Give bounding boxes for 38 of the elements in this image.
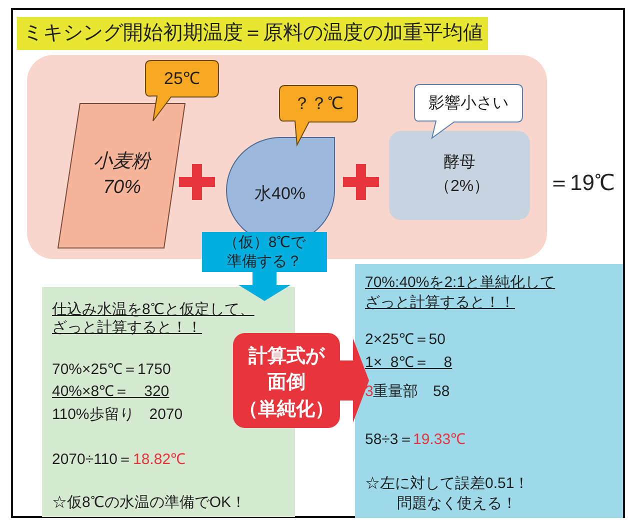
calculation-text: 重量部 58 [373,382,450,402]
calculation-text: 3 [365,382,374,402]
simplified-calculation-box [355,264,623,518]
calculation-text: 70%:40%を2:1と単純化してざっと計算すると！！ [365,273,556,313]
question-callout [202,232,327,272]
title-banner: ミキシング開始初期温度＝原料の温度の加重平均値 [17,17,488,50]
calculation-text: ☆仮8℃の水温の準備でOK！ [52,494,246,512]
node-label: 影響小さい [428,94,510,114]
node-label: （単純化） [238,399,335,421]
flour-parallelogram [58,103,186,249]
calculation-text: 2×25℃＝50 [365,330,446,350]
calculation-text: 18.82℃ [133,451,186,469]
calculation-text: 仕込み水温を8℃と仮定して、ざっと計算すると！！ [52,301,256,337]
node-label: 面倒 [266,372,306,394]
speech-bubble [414,84,523,139]
node-label: 水40% [253,183,307,205]
node-label: （仮）8℃で準備する？ [222,233,307,271]
node-label: 小麦粉70% [92,150,153,200]
calculation-text: 58÷3＝ [365,430,414,450]
arrow [238,272,290,301]
water-drop [225,137,335,232]
calculation-text: 70%×25℃＝1750 [52,361,171,379]
yeast-box [389,131,530,220]
calculation-text: 40%×8℃＝ 320 [52,383,170,401]
result-text: ＝19℃ [548,169,614,197]
node-label: 酵母（2%） [434,153,484,197]
temperature-callout [145,60,219,122]
calculation-text: 110%歩留り 2070 [52,406,183,424]
node-label: ？？℃ [292,93,344,115]
calculation-text: 1× 8℃＝ 8 [365,353,452,373]
temperature-callout [279,85,358,147]
node-label: 計算式が [247,346,326,368]
calculation-text: ☆左に対して誤差0.51！問題なく使える！ [365,474,530,514]
calculation-text: 2070÷110＝ [52,451,133,469]
node-label: 25℃ [163,68,201,90]
calculation-text: 19.33℃ [413,430,466,450]
arrow [340,338,369,422]
simplify-box [233,333,340,428]
